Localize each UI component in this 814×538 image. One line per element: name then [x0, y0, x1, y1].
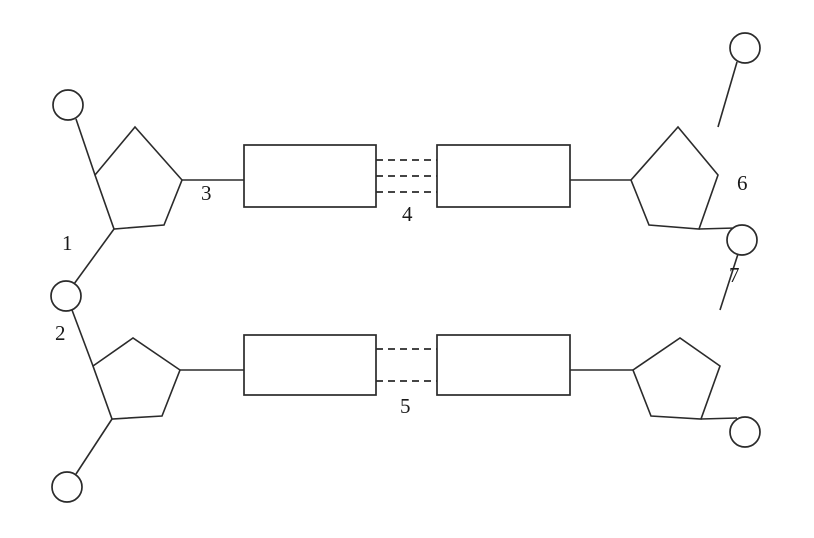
callout-label-2: 2	[55, 321, 66, 345]
base-upper-right	[436, 144, 571, 208]
base-lower-right	[436, 334, 571, 396]
base-upper-left	[243, 144, 377, 208]
phosphate-top-right	[729, 32, 761, 64]
callout-label-4: 4	[402, 202, 413, 226]
bond-sugar-to-phosphate-bottom-left	[75, 418, 113, 475]
bond-phosphate-to-sugar-lower-right	[719, 253, 739, 311]
callout-label-3: 3	[201, 181, 212, 205]
base-lower-left	[243, 334, 377, 396]
sugar-ring-upper-right	[630, 125, 719, 230]
phosphate-mid-right	[726, 224, 758, 256]
callout-label-7: 7	[729, 263, 740, 287]
bond-sugar-to-phosphate-mid-right	[698, 227, 736, 230]
bond-phosphate-to-sugar-upper-left	[75, 118, 96, 176]
callout-label-6: 6	[737, 171, 748, 195]
bond-phosphate-to-sugar-upper-right	[717, 61, 738, 128]
phosphate-bottom-left	[51, 471, 83, 503]
callout-label-1: 1	[62, 231, 73, 255]
callout-label-5: 5	[400, 394, 411, 418]
sugar-ring-lower-left	[92, 337, 181, 420]
phosphate-bottom-right	[729, 416, 761, 448]
bond-sugar-to-phosphate-mid-left	[73, 228, 115, 285]
bond-sugar-to-phosphate-bottom-right	[700, 417, 738, 420]
bond-phosphate-to-sugar-lower-left	[71, 309, 94, 367]
phosphate-top-left	[52, 89, 84, 121]
sugar-ring-upper-left	[94, 125, 183, 230]
phosphate-mid-left	[50, 280, 82, 312]
sugar-ring-lower-right	[632, 337, 721, 420]
